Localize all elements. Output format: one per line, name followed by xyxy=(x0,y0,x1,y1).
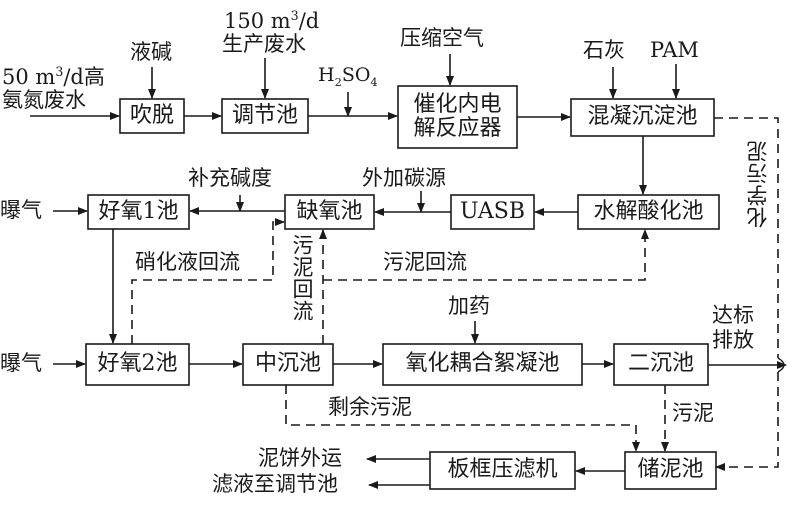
label-prod-line2: 生产废水 xyxy=(222,32,306,56)
label-yanghua: 氧化耦合絮凝池 xyxy=(405,351,560,377)
label-dosing: 加药 xyxy=(448,294,490,318)
dashed-nitrate-return xyxy=(131,218,285,344)
label-chuitui: 吹脱 xyxy=(129,102,174,128)
label-lime: 石灰 xyxy=(583,38,625,62)
label-discharge-line2: 排放 xyxy=(712,328,754,352)
label-carbon-source: 外加碳源 xyxy=(362,166,446,190)
box-queyang xyxy=(284,194,375,230)
box-haoyang2 xyxy=(85,343,190,386)
line-crossover-hop xyxy=(777,357,785,373)
label-aeration1: 曝气 xyxy=(0,198,42,222)
label-zhongchen: 中沉池 xyxy=(254,351,321,377)
box-uasb xyxy=(450,194,535,230)
label-reactor-line1: 催化内电 xyxy=(413,91,502,117)
box-bankuang xyxy=(429,451,576,490)
box-haoyang1 xyxy=(87,194,190,230)
dashed-sludge-return-shuijie xyxy=(323,229,649,281)
box-reactor xyxy=(397,85,518,149)
label-aeration2: 曝气 xyxy=(0,351,42,375)
label-tiaojiechi: 调节池 xyxy=(231,102,298,128)
label-h2so4: H2SO4 xyxy=(318,64,378,89)
box-erchen xyxy=(613,343,709,386)
box-tiaojiechi xyxy=(221,98,309,134)
label-pam: PAM xyxy=(650,38,699,62)
label-reactor: 催化内电 解反应器 xyxy=(398,86,517,148)
dashed-chemical-sludge xyxy=(714,117,779,358)
label-caustic: 液碱 xyxy=(130,40,172,64)
label-nitrate-return: 硝化液回流 xyxy=(135,250,240,274)
label-hunning: 混凝沉淀池 xyxy=(587,104,698,130)
label-prod-line1: 150 m3/d xyxy=(224,8,320,33)
label-queyang: 缺氧池 xyxy=(296,198,363,224)
label-filtrate-return: 滤液至调节池 xyxy=(212,472,338,496)
label-reactor-line2: 解反应器 xyxy=(413,116,502,141)
label-bankuang: 板框压滤机 xyxy=(447,457,558,483)
label-shuijie: 水解酸化池 xyxy=(593,198,704,224)
label-discharge-line1: 达标 xyxy=(712,303,754,327)
label-erchen: 二沉池 xyxy=(627,351,694,377)
label-high-ammonia-line2: 氨氮废水 xyxy=(2,88,86,112)
label-chuni: 储泥池 xyxy=(637,457,704,483)
label-sludge-return: 污泥回流 xyxy=(383,250,467,274)
label-sludge: 污泥 xyxy=(672,401,714,425)
label-sludge-return-vertical: 污泥回流 xyxy=(290,234,314,322)
box-zhongchen xyxy=(242,343,334,386)
label-alkalinity: 补充碱度 xyxy=(188,166,272,190)
label-haoyang2: 好氧2池 xyxy=(97,351,178,377)
label-cake-out: 泥饼外运 xyxy=(258,446,342,470)
dashed-excess-sludge xyxy=(285,385,640,452)
box-chuni xyxy=(624,451,717,490)
label-excess-sludge: 剩余污泥 xyxy=(328,395,412,419)
label-compressed-air: 压缩空气 xyxy=(400,26,484,50)
label-uasb: UASB xyxy=(460,198,525,224)
label-haoyang1: 好氧1池 xyxy=(98,198,179,224)
box-chuitui xyxy=(119,98,185,134)
dashed-chemical-sludge-lower xyxy=(715,372,779,471)
label-high-ammonia-line1: 50 m3/d高 xyxy=(2,64,105,89)
label-chemical-sludge: 化学污泥 xyxy=(746,140,770,228)
